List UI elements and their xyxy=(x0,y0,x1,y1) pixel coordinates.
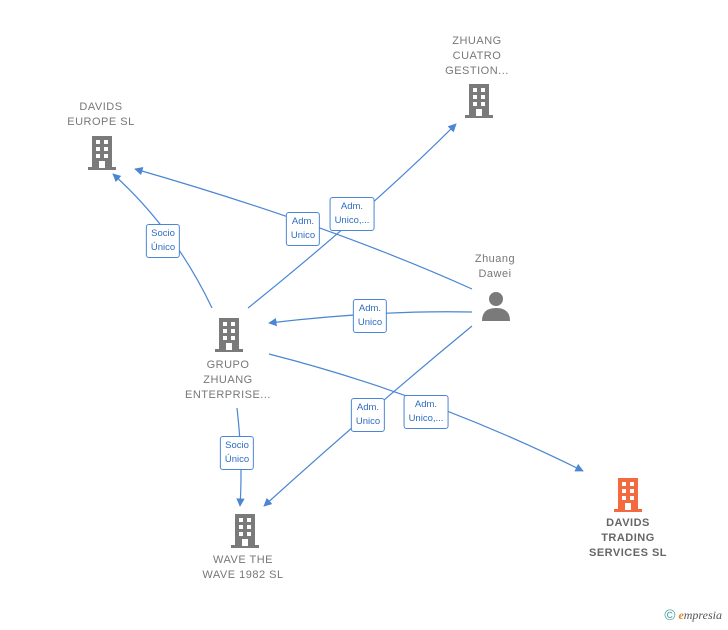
footer-brand: ©empresia xyxy=(664,607,722,624)
edges xyxy=(112,123,584,507)
copyright-icon: © xyxy=(664,607,676,624)
node-label-zhuang-dawei[interactable]: Zhuang Dawei xyxy=(474,253,516,280)
building-icon[interactable] xyxy=(88,136,116,175)
building-icon-highlighted[interactable] xyxy=(614,478,642,517)
node-label-davids-europe[interactable]: DAVIDS EUROPE SL xyxy=(67,101,135,128)
brand-name: mpresia xyxy=(683,608,722,622)
edge-label-socio-unico-wave[interactable]: Socio Único xyxy=(219,436,255,470)
brand-initial: e xyxy=(678,608,684,622)
edge-label-adm-unico-trading[interactable]: Adm. Unico,... xyxy=(403,395,449,429)
node-label-wave-the-wave[interactable]: WAVE THE WAVE 1982 SL xyxy=(202,554,284,581)
node-label-davids-trading[interactable]: DAVIDS TRADING SERVICES SL xyxy=(588,517,668,559)
edge-label-adm-unico-wave[interactable]: Adm. Unico xyxy=(350,398,386,432)
building-icon[interactable] xyxy=(231,514,259,553)
building-icon[interactable] xyxy=(465,84,493,123)
node-label-grupo-zhuang[interactable]: GRUPO ZHUANG ENTERPRISE... xyxy=(185,359,271,401)
node-label-zhuang-cuatro[interactable]: ZHUANG CUATRO GESTION... xyxy=(445,35,509,77)
edge-label-adm-unico-cuatro[interactable]: Adm. Unico,... xyxy=(329,197,375,231)
building-icon[interactable] xyxy=(215,318,243,357)
edge-label-adm-unico-grupo[interactable]: Adm. Unico xyxy=(352,299,388,333)
edge-label-adm-unico-europe[interactable]: Adm. Unico xyxy=(285,212,321,246)
edge-label-socio-unico-europe[interactable]: Socio Único xyxy=(145,224,181,258)
person-icon[interactable] xyxy=(482,290,510,327)
